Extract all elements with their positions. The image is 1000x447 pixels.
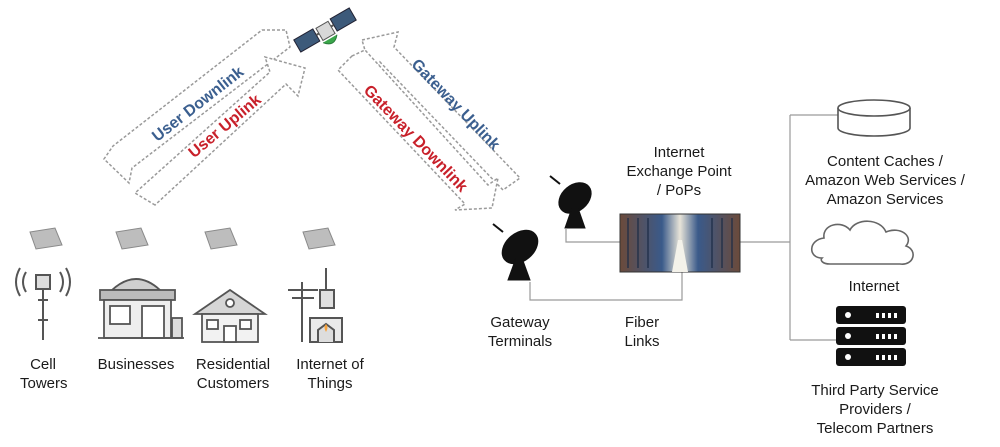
ixp-label-line1: Internet	[653, 144, 705, 161]
fiber-links-line2: Links	[624, 333, 660, 350]
third-party-label: Third Party Service Providers / Telecom …	[790, 381, 960, 438]
gateway-terminals-line2: Terminals	[487, 333, 553, 350]
fiber-links-label: Fiber Links	[612, 313, 672, 351]
server-icon	[836, 306, 906, 366]
third-party-line3: Telecom Partners	[816, 420, 934, 437]
gateway-dish-icon-lower	[492, 223, 539, 281]
cell-towers-label-line1: Cell	[30, 356, 56, 373]
residential-label-line2: Customers	[196, 375, 270, 392]
third-party-line1: Third Party Service	[811, 382, 939, 399]
businesses-label: Businesses	[86, 355, 186, 374]
iot-label: Internet of Things	[284, 355, 376, 393]
house-icon	[192, 288, 268, 343]
businesses-label-line1: Businesses	[97, 356, 175, 373]
storefront-icon	[98, 278, 184, 339]
satellite-icon	[293, 7, 357, 53]
gateway-terminals-label: Gateway Terminals	[472, 313, 568, 351]
iot-label-line1: Internet of	[296, 356, 364, 373]
user-terminal-icons	[29, 227, 336, 250]
gateway-terminals-line1: Gateway	[490, 314, 550, 331]
gateway-dish-icon-upper	[549, 175, 592, 229]
residential-label: Residential Customers	[186, 355, 280, 393]
internet-label: Internet	[834, 277, 914, 296]
cloud-icon	[810, 220, 914, 265]
iot-icon	[288, 268, 343, 343]
content-caches-line3: Amazon Services	[826, 191, 944, 208]
gateway-downlink-arrow	[336, 49, 500, 211]
content-caches-line1: Content Caches /	[827, 153, 943, 170]
database-icon	[837, 99, 911, 137]
content-caches-line2: Amazon Web Services /	[805, 172, 965, 189]
fiber-link-lines	[529, 114, 838, 341]
third-party-line2: Providers /	[839, 401, 911, 418]
user-uplink-arrow	[133, 55, 306, 206]
cell-towers-label-line2: Towers	[20, 375, 68, 392]
internet-label-line1: Internet	[848, 278, 900, 295]
data-center-image	[619, 213, 741, 273]
residential-label-line1: Residential	[195, 356, 271, 373]
ixp-label: Internet Exchange Point / PoPs	[604, 143, 754, 200]
iot-label-line2: Things	[307, 375, 353, 392]
user-downlink-arrow	[103, 29, 291, 185]
fiber-links-line1: Fiber	[624, 314, 660, 331]
cell-tower-icon	[15, 267, 71, 340]
cell-towers-label: Cell Towers	[20, 355, 68, 393]
ixp-label-line3: / PoPs	[656, 182, 702, 199]
ixp-label-line2: Exchange Point	[626, 163, 732, 180]
content-caches-label: Content Caches / Amazon Web Services / A…	[790, 152, 980, 209]
